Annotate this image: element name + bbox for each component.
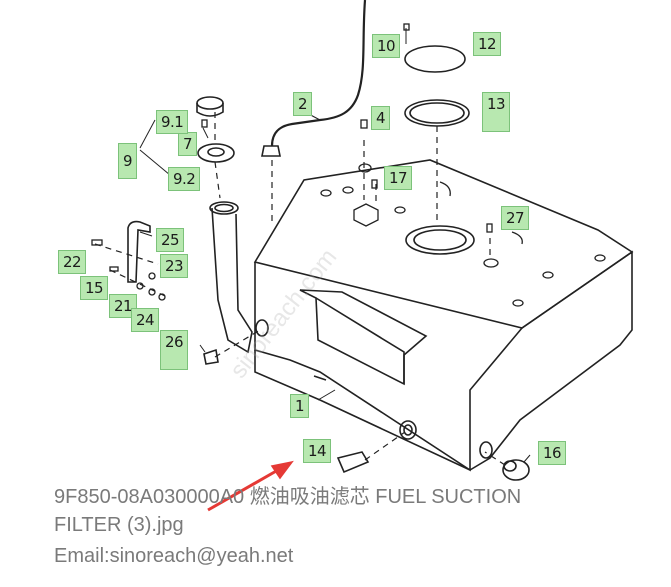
callout-27: 27	[501, 206, 530, 230]
callout-4: 4	[371, 106, 391, 130]
pointer-arrow	[207, 468, 279, 512]
fuel-cap-body	[196, 103, 224, 117]
drain-bolt-26	[203, 348, 219, 365]
caption-title: 9F850-08A030000A0 燃油吸油滤芯 FUEL SUCTION	[54, 486, 522, 508]
callout-24: 24	[131, 308, 160, 332]
filler-tube	[211, 207, 253, 354]
filler-flange-hole	[207, 147, 225, 157]
callout-1: 1	[290, 394, 310, 418]
pointer-arrowhead	[270, 460, 294, 480]
bolts	[201, 23, 493, 233]
leader-7	[202, 127, 209, 139]
side-fitting	[255, 319, 269, 337]
tank-fittings	[320, 163, 606, 307]
filler-tube-mouth	[209, 201, 239, 215]
tank-bottom-edge	[254, 350, 471, 471]
fuel-line	[270, 0, 367, 147]
leader-lines	[139, 119, 531, 463]
small-hardware	[91, 239, 166, 301]
tank-recess	[299, 289, 428, 386]
callout-25: 25	[156, 228, 185, 252]
tank-recess-inner	[315, 297, 405, 384]
callout-9-2: 9.2	[168, 167, 201, 191]
drain-plug-16	[502, 459, 530, 481]
callout-12: 12	[473, 32, 502, 56]
tank-top	[253, 159, 634, 329]
callout-17: 17	[384, 166, 413, 190]
callout-2: 2	[293, 92, 313, 116]
callout-23: 23	[160, 254, 189, 278]
fuel-line-fitting	[261, 145, 281, 157]
callout-10: 10	[372, 34, 401, 58]
callout-7: 7	[178, 132, 198, 156]
callout-26: 26	[160, 330, 189, 370]
gasket-ring-inner	[409, 102, 465, 124]
callout-22: 22	[58, 250, 87, 274]
pump-opening	[405, 225, 475, 255]
fuel-cap	[196, 96, 224, 110]
callout-16: 16	[538, 441, 567, 465]
callout-15: 15	[80, 276, 109, 300]
callout-9-1: 9.1	[156, 110, 189, 134]
drain-plug-16-cap	[503, 460, 517, 472]
caption-filename: FILTER (3).jpg	[54, 514, 184, 536]
callout-9: 9	[118, 143, 138, 179]
drain-port	[479, 441, 493, 459]
tank-right-face	[469, 250, 633, 471]
tank-slot	[313, 375, 327, 381]
cover-plate	[404, 45, 466, 73]
callout-14: 14	[303, 439, 332, 463]
gasket-ring	[404, 99, 470, 127]
filter-port	[399, 420, 417, 440]
suction-filter-14	[336, 451, 370, 474]
filter-port-inner	[403, 424, 413, 436]
pump-opening-inner	[413, 229, 467, 251]
caption-email: Email:sinoreach@yeah.net	[54, 545, 294, 567]
callout-13: 13	[482, 92, 511, 132]
bracket	[127, 220, 151, 283]
filler-flange	[197, 143, 235, 163]
filler-tube-mouth-inner	[214, 203, 234, 213]
